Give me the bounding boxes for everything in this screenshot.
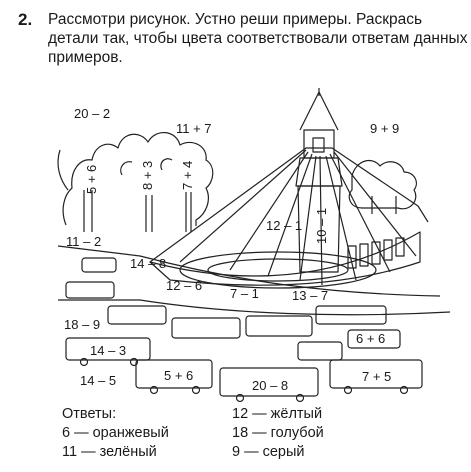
example-label: 6 + 6 xyxy=(356,331,385,346)
answer-item: 9 — серый xyxy=(232,444,305,460)
example-label: 7 + 5 xyxy=(362,369,391,384)
example-label: 7 – 1 xyxy=(230,286,259,301)
example-label: 20 – 2 xyxy=(74,106,110,121)
example-label: 12 – 6 xyxy=(166,278,202,293)
example-label: 8 + 3 xyxy=(140,161,155,190)
example-label: 7 + 4 xyxy=(180,161,195,190)
task-text: Рассмотри рисунок. Устно реши примеры. Р… xyxy=(48,11,468,66)
answers-column-1: Ответы: 6 — оранжевый 11 — зелёный xyxy=(62,405,169,462)
task-number: 2. xyxy=(18,10,33,29)
example-label: 20 – 8 xyxy=(252,378,288,393)
answers-column-2: 12 — жёлтый 18 — голубой 9 — серый xyxy=(232,405,324,462)
answer-item: 11 — зелёный xyxy=(62,444,157,460)
example-label: 18 – 9 xyxy=(64,317,100,332)
example-label: 14 – 5 xyxy=(80,373,116,388)
example-label: 9 + 9 xyxy=(370,121,399,136)
example-label: 11 + 7 xyxy=(176,121,212,136)
example-label: 10 – 1 xyxy=(314,208,329,244)
building-roof xyxy=(149,147,429,263)
answer-item: 6 — оранжевый xyxy=(62,425,169,441)
example-label: 13 – 7 xyxy=(292,288,328,303)
answer-item: 18 — голубой xyxy=(232,425,324,441)
forest xyxy=(62,132,214,226)
example-label: 5 + 6 xyxy=(164,368,193,383)
tower xyxy=(303,129,335,159)
example-label: 14 – 8 xyxy=(130,256,166,271)
example-label: 5 + 6 xyxy=(84,165,99,194)
buses xyxy=(65,257,423,403)
answers-title: Ответы: xyxy=(62,406,117,422)
answer-item: 12 — жёлтый xyxy=(232,406,323,422)
example-label: 12 – 1 xyxy=(266,218,302,233)
example-label: 14 – 3 xyxy=(90,343,126,358)
road xyxy=(57,245,441,297)
example-label: 11 – 2 xyxy=(66,234,101,249)
